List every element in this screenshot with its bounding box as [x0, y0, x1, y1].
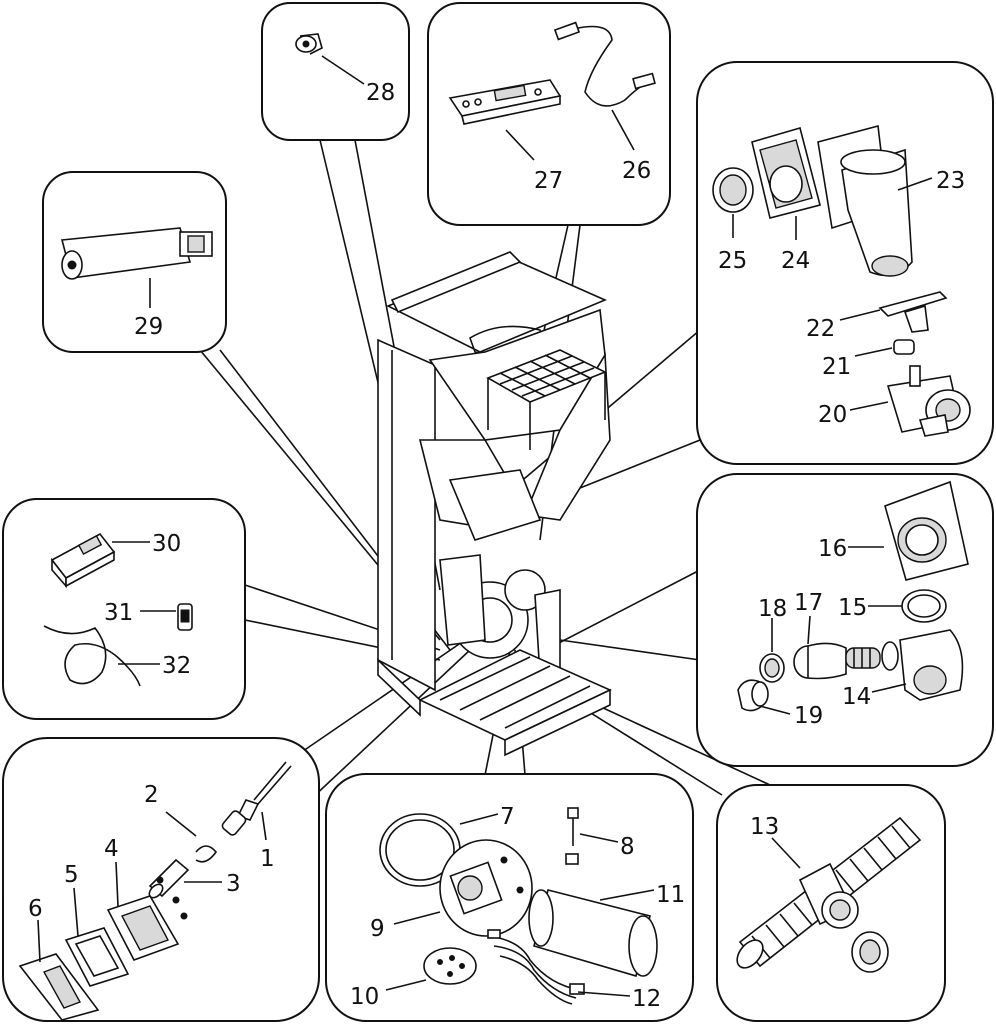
part-26-cable — [553, 21, 656, 107]
callout-16: 16 — [818, 536, 847, 562]
part-25-ring — [712, 167, 754, 213]
callout-24: 24 — [781, 248, 810, 274]
callout-15: 15 — [838, 595, 867, 621]
part-27-control-panel — [448, 79, 562, 125]
part-12-wiring — [487, 929, 585, 1005]
part-20-gearmotor — [886, 365, 971, 437]
part-29-tank — [60, 227, 213, 280]
part-14-exhaust-fan — [845, 629, 964, 701]
part-22-bracket — [878, 291, 948, 333]
callout-28: 28 — [366, 80, 395, 106]
part-4-burner-flange — [106, 876, 188, 961]
callout-23: 23 — [936, 168, 965, 194]
part-32-wire — [43, 625, 141, 687]
panel-7-12: 7 8 9 11 10 — [325, 773, 694, 1022]
callout-14: 14 — [842, 684, 871, 710]
panel-28: 28 — [261, 2, 410, 141]
part-24-flange-plate — [751, 127, 821, 219]
part-10-disc — [423, 947, 477, 985]
callout-7: 7 — [500, 804, 515, 830]
callout-20: 20 — [818, 402, 847, 428]
callout-4: 4 — [104, 836, 119, 862]
callout-10: 10 — [350, 984, 379, 1010]
callout-5: 5 — [64, 862, 79, 888]
panel-30-32: 30 31 32 — [2, 498, 246, 720]
hopper-grid — [486, 349, 607, 450]
part-5-gasket — [64, 927, 130, 987]
part-31-switch — [177, 603, 193, 631]
callout-30: 30 — [152, 531, 181, 557]
callout-18: 18 — [758, 596, 787, 622]
callout-1: 1 — [260, 846, 275, 872]
part-9-burner-motor — [439, 839, 533, 937]
callout-17: 17 — [794, 590, 823, 616]
callout-11: 11 — [656, 882, 685, 908]
part-16-fan-housing-plate — [884, 480, 969, 581]
part-28-clip — [295, 33, 323, 55]
panel-20-25: 25 24 23 22 21 — [696, 61, 994, 465]
callout-13: 13 — [750, 814, 779, 840]
part-15-gasket — [901, 589, 947, 623]
panel-14-19: 16 15 17 18 14 — [696, 473, 994, 767]
callout-29: 29 — [134, 314, 163, 340]
part-21-coupling — [893, 339, 915, 355]
panel-29: 29 — [42, 171, 227, 353]
callout-32: 32 — [162, 653, 191, 679]
part-18-ring — [759, 653, 785, 683]
part-8-sensor — [565, 807, 579, 865]
panel-13: 13 — [716, 784, 946, 1022]
part-23-auger-housing — [817, 124, 913, 277]
callout-22: 22 — [806, 316, 835, 342]
part-17-elbow — [793, 642, 847, 680]
part-11-tube — [528, 889, 658, 978]
callout-27: 27 — [534, 168, 563, 194]
callout-26: 26 — [622, 158, 651, 184]
callout-12: 12 — [632, 986, 661, 1012]
callout-9: 9 — [370, 916, 385, 942]
part-13-flex-pipe — [736, 816, 922, 973]
part-7-gasket-ring — [379, 813, 461, 887]
callout-6: 6 — [28, 896, 43, 922]
callout-8: 8 — [620, 834, 635, 860]
callout-21: 21 — [822, 354, 851, 380]
part-6-plate — [18, 953, 100, 1021]
panel-1-6: 1 2 3 4 5 6 — [2, 737, 320, 1022]
part-2-clip — [195, 845, 218, 863]
callout-3: 3 — [226, 871, 241, 897]
callout-2: 2 — [144, 782, 159, 808]
part-30-control-board — [50, 532, 116, 589]
callout-25: 25 — [718, 248, 747, 274]
stove-body-frame — [377, 251, 612, 757]
panel-26-27: 27 26 — [427, 2, 671, 226]
callout-31: 31 — [104, 600, 133, 626]
part-1-igniter — [221, 761, 292, 836]
callout-19: 19 — [794, 703, 823, 729]
